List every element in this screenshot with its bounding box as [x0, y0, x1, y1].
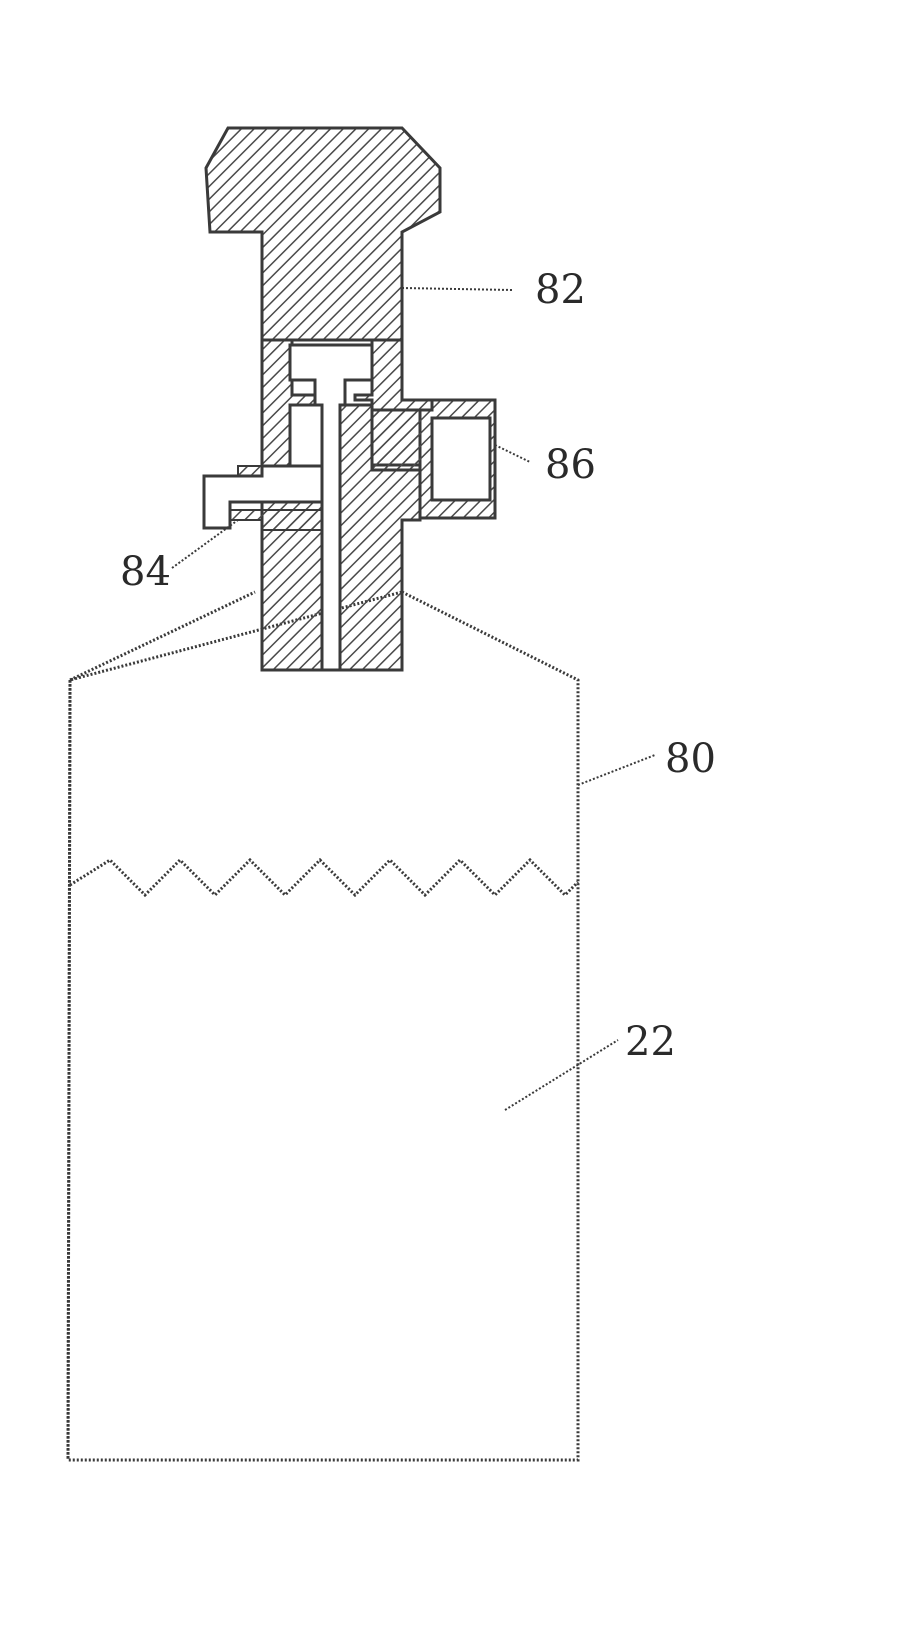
label-22: 22: [625, 1019, 676, 1065]
side-port-chamber: [432, 418, 490, 500]
label-80: 80: [665, 736, 716, 782]
leader-86: [495, 445, 530, 462]
outlet-port-flange: [238, 466, 262, 476]
label-82: 82: [535, 267, 586, 313]
valve-cap: [206, 128, 440, 340]
label-86: 86: [545, 442, 596, 488]
outlet-port-lower-block: [230, 510, 322, 530]
liquid-surface: [70, 860, 578, 895]
leader-22: [505, 1040, 618, 1110]
leader-82: [402, 288, 512, 290]
label-84: 84: [120, 549, 171, 595]
leader-80: [578, 755, 655, 785]
cylinder-outline: [68, 592, 578, 1460]
